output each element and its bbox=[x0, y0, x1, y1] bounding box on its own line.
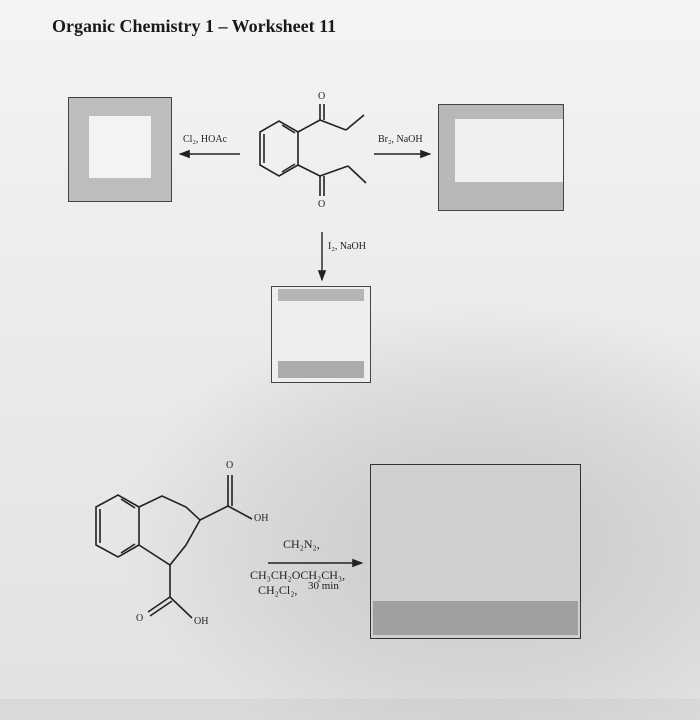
diketone-oxygen-bottom: O bbox=[318, 199, 326, 210]
page-title: Organic Chemistry 1 – Worksheet 11 bbox=[52, 16, 337, 36]
diacid-hydroxyl-bottom: OH bbox=[194, 616, 209, 627]
answer-box-chlorination[interactable] bbox=[68, 97, 172, 202]
reaction-time: 30 min bbox=[308, 580, 339, 592]
diacid-oxygen-bottom: O bbox=[136, 613, 144, 624]
reagent-chlorination: Cl₂, HOAc bbox=[183, 134, 228, 145]
answer-box-esterification[interactable] bbox=[370, 464, 581, 639]
reagent-bromination: Br₂, NaOH bbox=[378, 134, 423, 145]
reaction-scheme bbox=[95, 104, 432, 619]
diacid-structure bbox=[95, 475, 253, 619]
answer-box-bromination[interactable] bbox=[438, 104, 564, 211]
reagent-ether: CH₃CH₂OCH₂CH₃, bbox=[250, 568, 346, 582]
reagent-dichloromethane: CH₂Cl₂, bbox=[258, 583, 298, 597]
diketone-oxygen-top: O bbox=[318, 91, 326, 102]
answer-box-iodoform[interactable] bbox=[271, 286, 371, 383]
diacid-oxygen-top: O bbox=[226, 460, 234, 471]
diacid-hydroxyl-top: OH bbox=[254, 513, 269, 524]
reagent-iodoform: I₂, NaOH bbox=[328, 241, 366, 252]
reagent-diazomethane: CH₂N₂, bbox=[283, 537, 320, 551]
diketone-structure bbox=[259, 104, 367, 196]
